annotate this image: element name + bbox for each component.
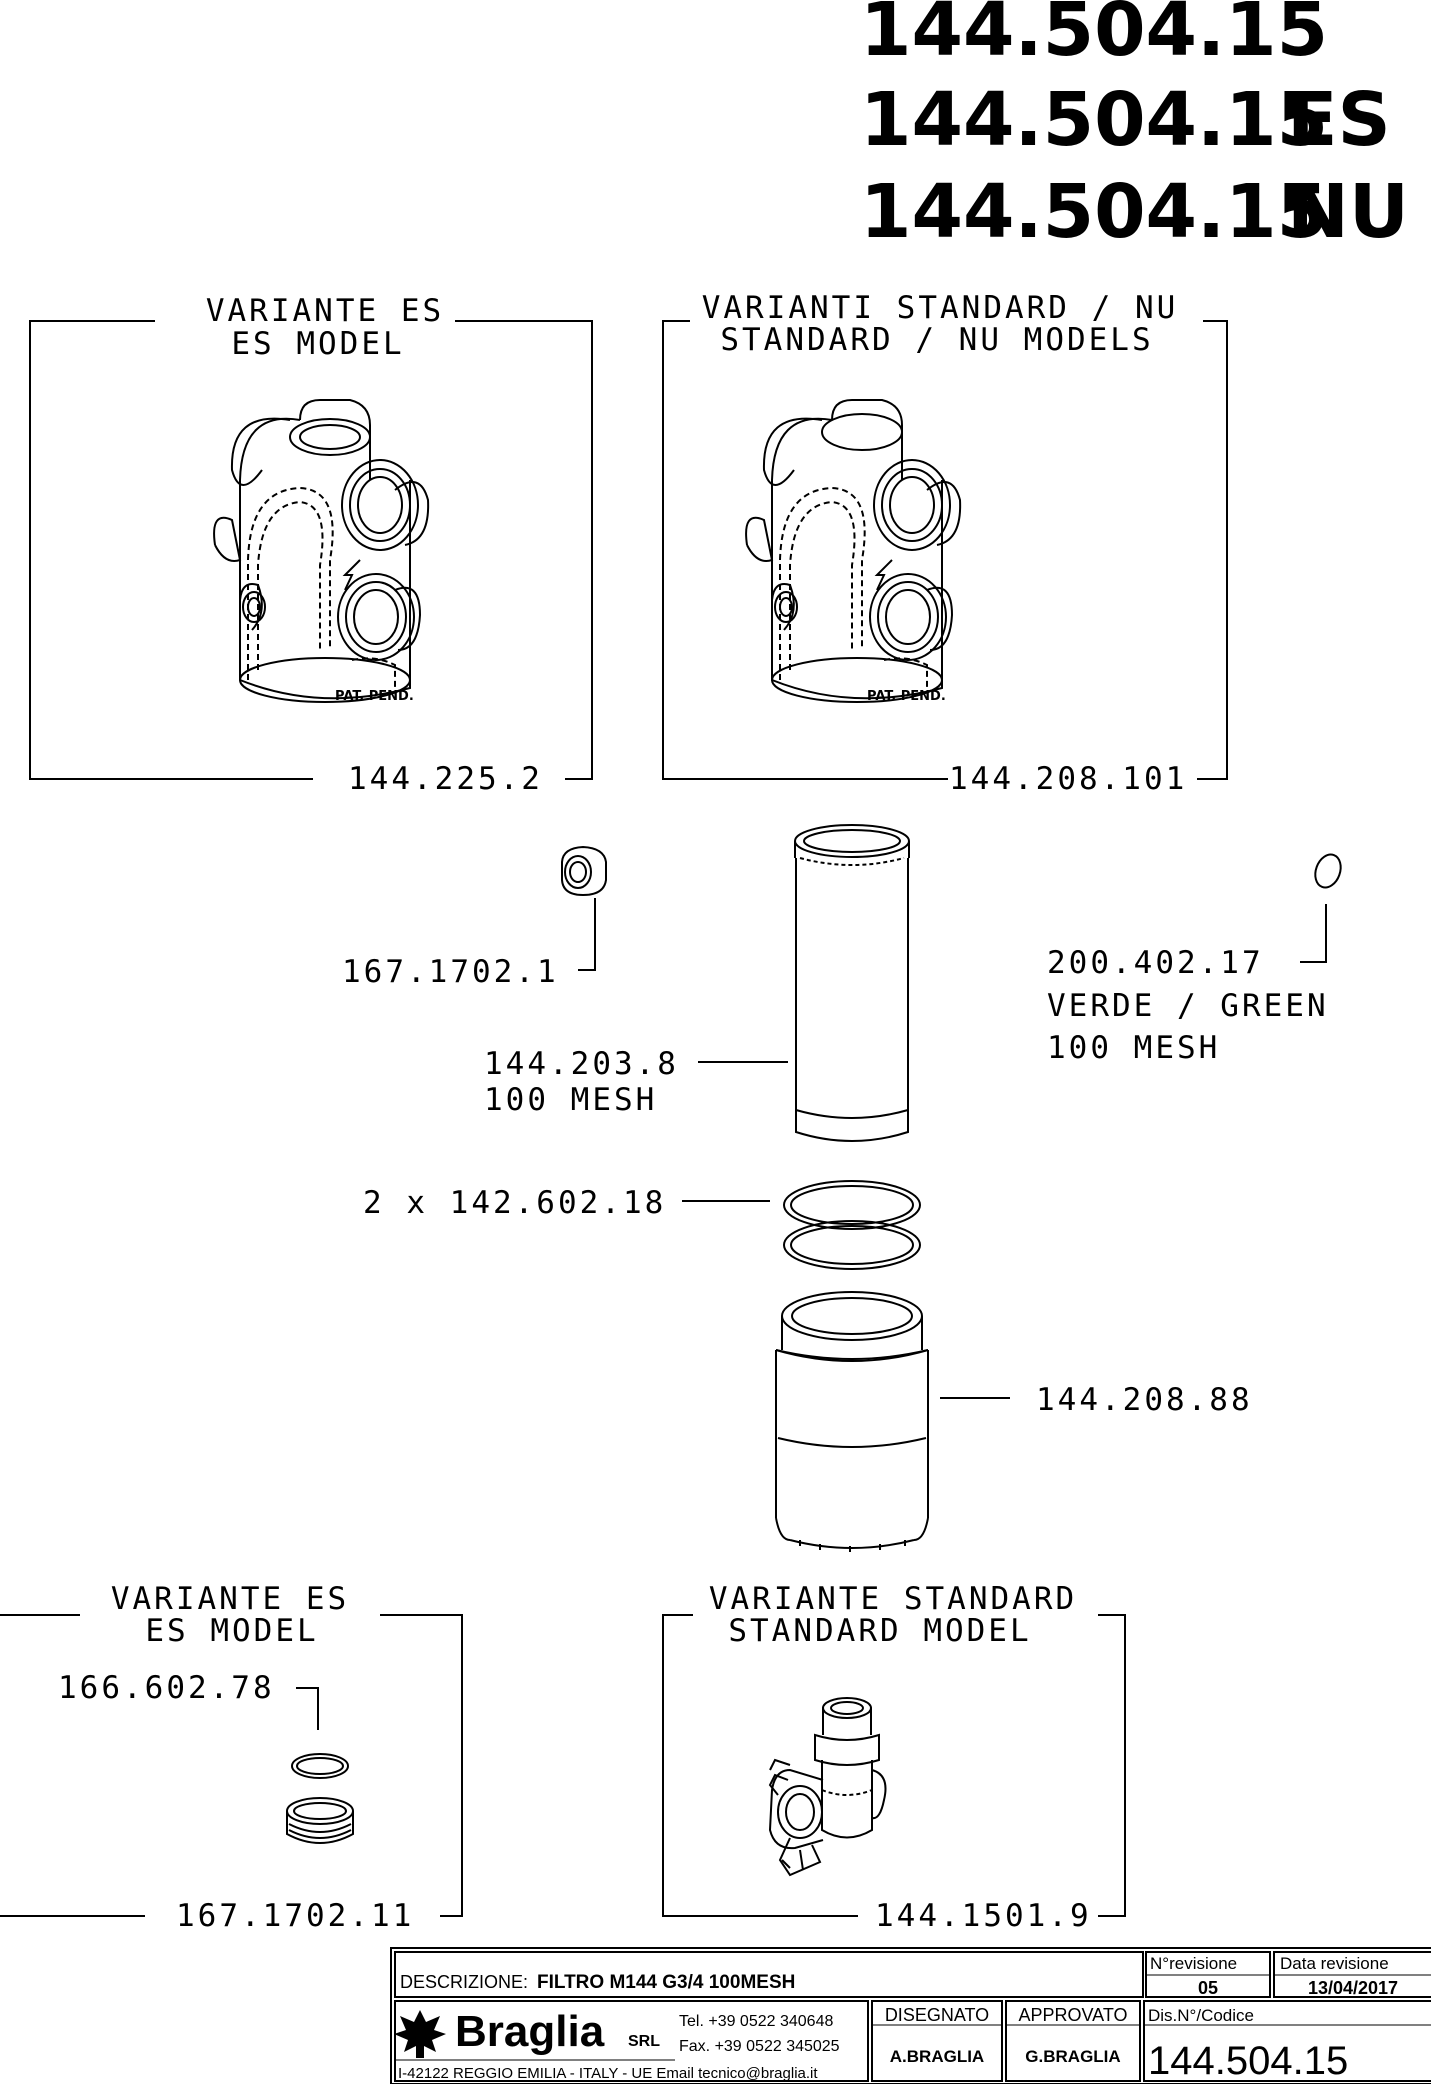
panel-std-bottom: VARIANTE STANDARD STANDARD MODEL 144.150…: [662, 1581, 1126, 1934]
part-label-167-1702-1: 167.1702.1: [342, 954, 559, 990]
part-label-144-225-2: 144.225.2: [348, 761, 543, 797]
drawn-by-label: DISEGNATO: [885, 2005, 989, 2025]
filter-cartridge-part: [794, 824, 910, 1142]
body-marking-std: PAT. PEND.: [867, 689, 946, 704]
green-oring-part: [1300, 853, 1342, 963]
panel-es-top-title1: VARIANTE ES: [206, 293, 444, 329]
approved-by-label: APPROVATO: [1018, 2005, 1127, 2025]
filter-bowl-part: [775, 1291, 929, 1552]
panel-std-top-title2: STANDARD / NU MODELS: [720, 322, 1153, 358]
fax-number: Fax. +39 0522 345025: [679, 2038, 840, 2055]
panel-es-top-title2: ES MODEL: [231, 326, 404, 362]
part-label-167-1702-11: 167.1702.11: [176, 1898, 414, 1934]
panel-std-bottom-title1: VARIANTE STANDARD: [709, 1581, 1077, 1617]
part-label-144-208-88: 144.208.88: [1036, 1382, 1253, 1418]
oring-color-label: VERDE / GREEN: [1047, 988, 1329, 1024]
brand-suffix: SRL: [628, 2033, 660, 2050]
panel-es-bottom-title1: VARIANTE ES: [111, 1581, 349, 1617]
part-label-200-402-17: 200.402.17: [1047, 945, 1264, 981]
revision-date-label: Data revisione: [1280, 1954, 1389, 1973]
maple-leaf-icon: [394, 2010, 446, 2058]
gasket-pair-part: [783, 1180, 921, 1270]
filter-head-std-illustration: PAT. PEND.: [745, 399, 962, 704]
company-address: I-42122 REGGIO EMILIA - ITALY - UE Email…: [398, 2065, 818, 2082]
panel-std-top-title1: VARIANTI STANDARD / NU: [702, 290, 1179, 326]
revision-label: N°revisione: [1150, 1954, 1237, 1973]
title-block: [390, 1947, 1431, 2084]
part-label-144-1501-9: 144.1501.9: [875, 1898, 1092, 1934]
header-code-3-suffix: NU: [1287, 169, 1409, 255]
panel-std-bottom-title2: STANDARD MODEL: [728, 1613, 1031, 1649]
description-label: DESCRIZIONE:: [400, 1972, 528, 1992]
header-code-2-suffix: ES: [1287, 77, 1391, 163]
panel-es-bottom: VARIANTE ES ES MODEL 166.602.78 167.1702…: [0, 1581, 463, 1934]
drawing-code-label: Dis.N°/Codice: [1148, 2006, 1254, 2025]
part-label-144-203-8: 144.203.8: [484, 1046, 679, 1082]
body-marking-es: PAT. PEND.: [335, 689, 414, 704]
header-codes: 144.504.15 144.504.15 ES 144.504.15 NU: [860, 0, 1409, 255]
description-value: FILTRO M144 G3/4 100MESH: [537, 1972, 795, 1993]
panel-es-top: VARIANTE ES ES MODEL 144.225.2: [29, 293, 593, 797]
part-label-144-208-101: 144.208.101: [949, 761, 1187, 797]
header-code-2: 144.504.15: [860, 77, 1328, 163]
header-code-1: 144.504.15: [860, 0, 1328, 73]
part-label-166-602-78: 166.602.78: [58, 1670, 275, 1706]
brand-logo-text: Braglia: [455, 2007, 605, 2056]
panel-es-bottom-title2: ES MODEL: [145, 1613, 318, 1649]
drawn-by-value: A.BRAGLIA: [890, 2047, 984, 2066]
oring-mesh-label: 100 MESH: [1047, 1030, 1220, 1066]
approved-by-value: G.BRAGLIA: [1025, 2047, 1120, 2066]
panel-std-top: VARIANTI STANDARD / NU STANDARD / NU MOD…: [662, 290, 1228, 797]
small-cap-part: [561, 845, 607, 971]
drawing-code-value: 144.504.15: [1148, 2039, 1348, 2083]
filter-head-es-illustration: PAT. PEND.: [213, 399, 430, 704]
drain-valve-illustration: [768, 1697, 887, 1877]
cartridge-mesh-label: 100 MESH: [484, 1082, 657, 1118]
revision-value: 05: [1198, 1978, 1218, 1998]
revision-date-value: 13/04/2017: [1308, 1978, 1398, 1998]
part-label-142-602-18: 2 x 142.602.18: [363, 1185, 666, 1221]
header-code-3: 144.504.15: [860, 169, 1328, 255]
es-cap-and-oring: [286, 1753, 354, 1844]
phone-number: Tel. +39 0522 340648: [679, 2013, 833, 2030]
title-block-text: DESCRIZIONE: FILTRO M144 G3/4 100MESH N°…: [394, 1954, 1398, 2083]
